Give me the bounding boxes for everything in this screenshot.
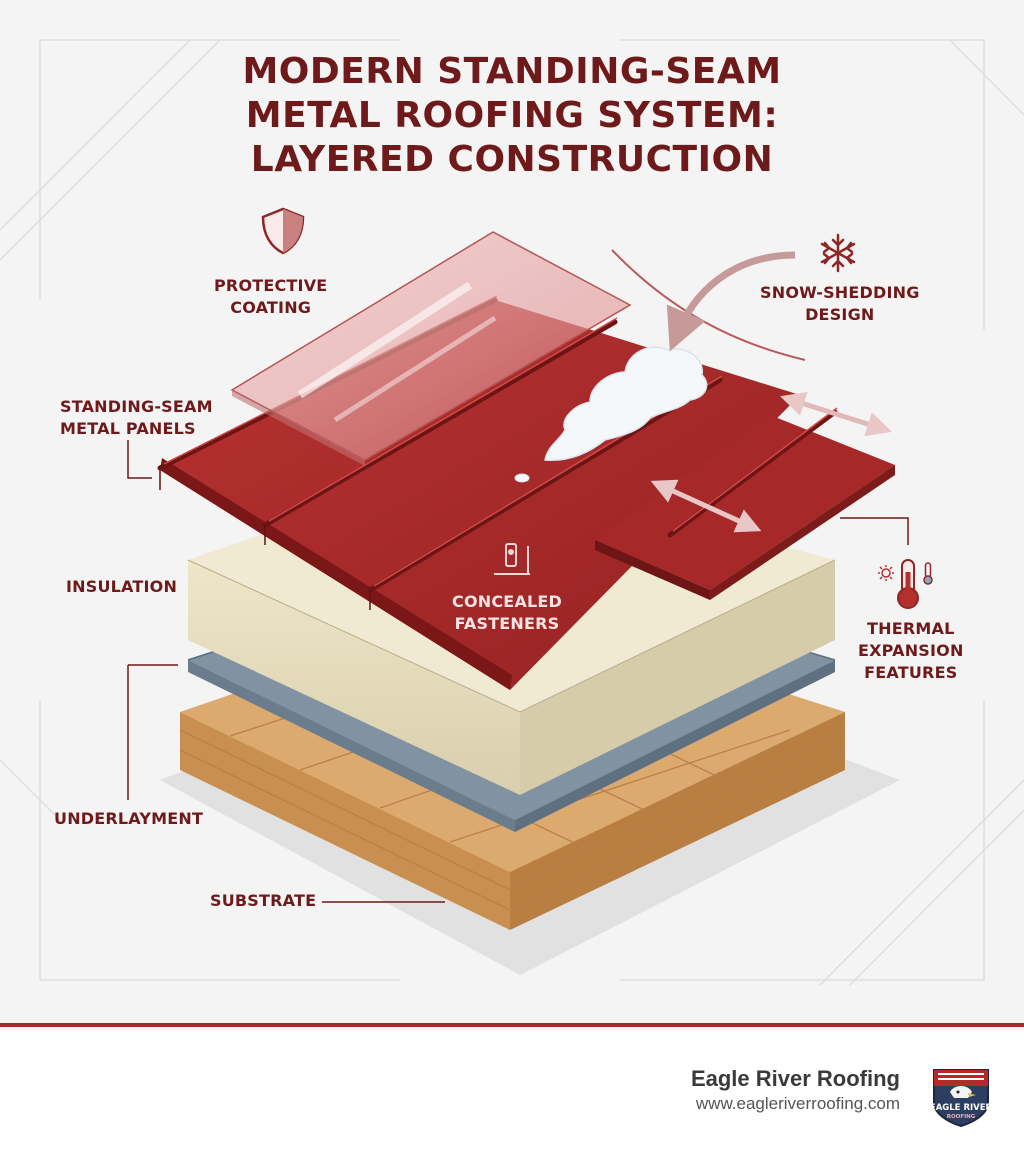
sun-icon xyxy=(878,565,894,581)
svg-text:EAGLE RIVER: EAGLE RIVER xyxy=(930,1103,993,1113)
brand-url[interactable]: www.eagleriverroofing.com xyxy=(695,1094,900,1113)
snow-shedding-arrow xyxy=(666,251,796,352)
label-standing-seam-panels: STANDING-SEAM METAL PANELS xyxy=(60,397,213,438)
snow-drop xyxy=(514,473,530,483)
eagle-river-logo: EAGLE RIVER ROOFING xyxy=(930,1069,993,1128)
cold-thermometer-icon xyxy=(923,562,933,585)
footer-divider xyxy=(0,1023,1024,1027)
label-concealed-fasteners: CONCEALED FASTENERS xyxy=(452,592,562,633)
label-underlayment: UNDERLAYMENT xyxy=(54,809,204,828)
snowflake-icon xyxy=(820,233,856,273)
label-insulation: INSULATION xyxy=(66,577,178,596)
protective-coating-sheet xyxy=(230,231,632,466)
shield-icon xyxy=(261,207,305,255)
page-title: MODERN STANDING-SEAM METAL ROOFING SYSTE… xyxy=(242,51,782,180)
svg-text:ROOFING: ROOFING xyxy=(947,1114,976,1120)
roofing-diagram xyxy=(0,39,1024,1027)
label-protective-coating: PROTECTIVE COATING xyxy=(214,276,328,317)
expansion-arrow-bottom xyxy=(650,479,762,533)
thermometer-icon xyxy=(897,559,919,609)
background-frame xyxy=(0,39,1024,986)
label-snow-shedding: SNOW-SHEDDING DESIGN xyxy=(760,283,920,324)
expansion-arrow-top xyxy=(780,391,892,437)
snow xyxy=(544,346,708,461)
leader-lines xyxy=(127,440,909,903)
label-thermal-expansion: THERMAL EXPANSION FEATURES xyxy=(858,619,964,682)
label-substrate: SUBSTRATE xyxy=(210,891,317,910)
brand-name: Eagle River Roofing xyxy=(690,1066,900,1091)
footer: Eagle River Roofing www.eagleriverroofin… xyxy=(0,1030,1024,1154)
fastener-icon xyxy=(494,543,530,575)
